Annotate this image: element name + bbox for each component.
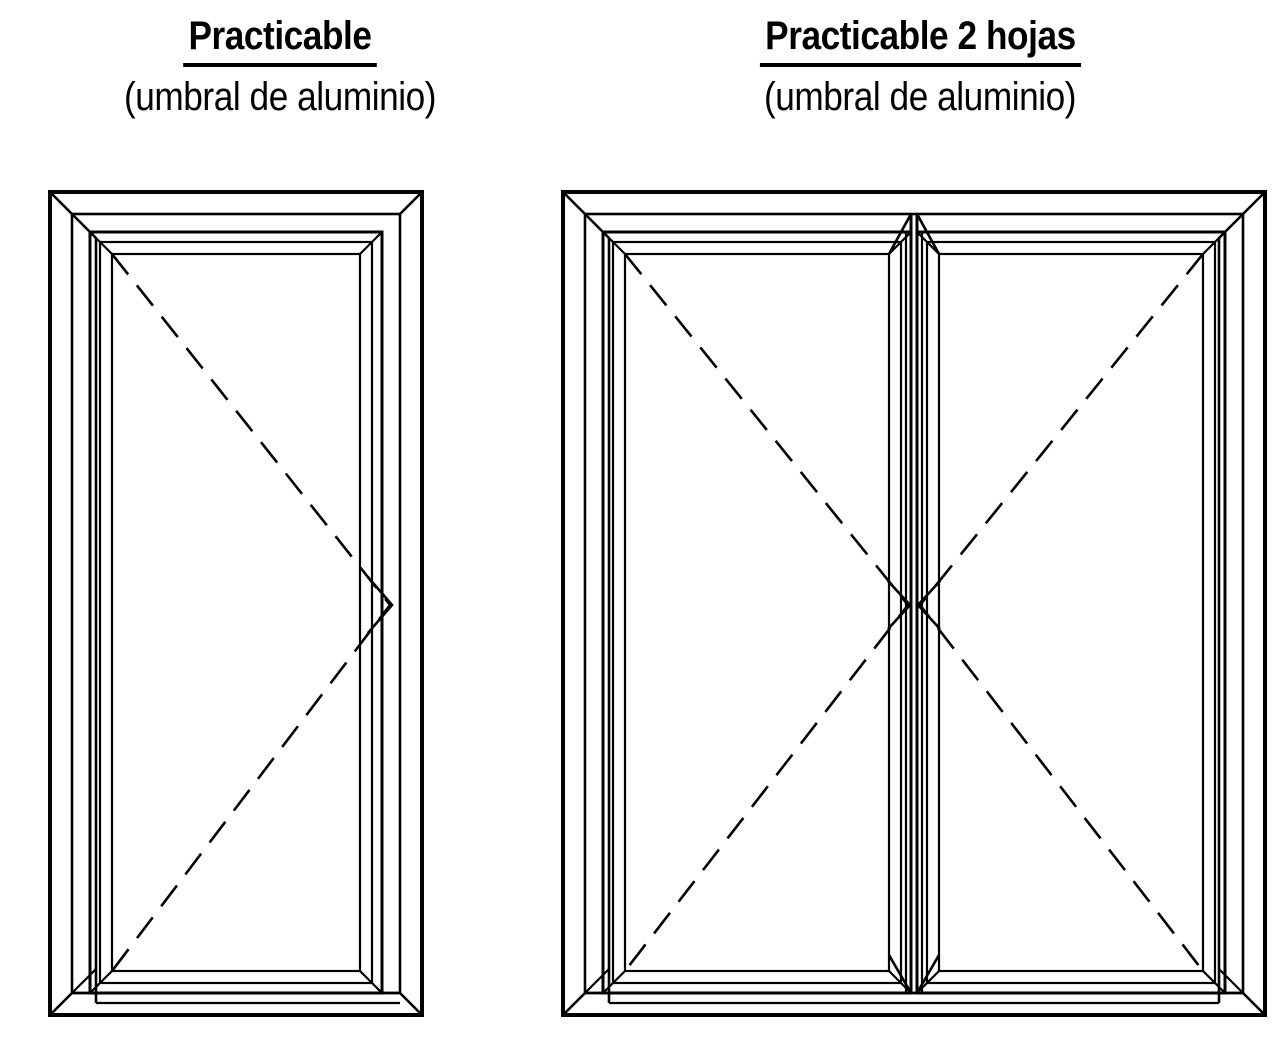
sash-right-outer-rect <box>915 230 1227 995</box>
sash-left-outer-rect <box>601 230 913 995</box>
meeting-stile-mitre-bottom-left <box>887 954 913 994</box>
drawing-practicable-2-hojas <box>560 0 1280 1039</box>
frame-mitre-top-left <box>49 191 73 215</box>
sash-left-mitre-top-right <box>888 231 912 255</box>
sash-right-inner-rect <box>925 240 1217 985</box>
sash-left-glass-rect <box>623 252 891 973</box>
sash-left-inner-rect <box>611 240 903 985</box>
outer-frame-rect <box>48 190 424 1017</box>
frame-mitre-bottom-left <box>49 992 73 1016</box>
sash-mitre-bottom-left <box>89 970 113 994</box>
outer-frame-inner-rect <box>583 212 1245 995</box>
meeting-stile-mitre-top-right <box>915 213 941 255</box>
frame-mitre-top-right <box>399 191 423 215</box>
meeting-stile-mitre-bottom-right <box>915 954 941 994</box>
opening-symbol-right-leaf <box>918 253 1205 972</box>
opening-symbol-left-leaf <box>623 253 910 972</box>
sash-right-mitre-bottom-right <box>1202 970 1226 994</box>
svg-window-single <box>48 190 424 1017</box>
opening-symbol-left-apex <box>887 580 912 630</box>
panel-practicable-1-hoja: Practicable (umbral de aluminio) <box>0 0 560 1039</box>
frame-mitre-top-left <box>562 191 586 215</box>
panel-subtitle-right: (umbral de aluminio) <box>763 75 1077 119</box>
opening-symbol-v-right <box>110 253 392 972</box>
sash-right-mitre-top-left <box>916 231 940 255</box>
svg-window-double <box>561 190 1267 1017</box>
hinge-stile-mitre-bottom <box>71 968 97 994</box>
frame-mitre-bottom-right <box>399 992 423 1016</box>
frame-mitre-top-right <box>1242 191 1266 215</box>
outer-frame-rect <box>561 190 1267 1017</box>
outer-frame-inner-rect <box>70 212 402 995</box>
hinge-stile-mitre-top <box>71 213 97 239</box>
frame-mitre-bottom-right <box>1242 992 1266 1016</box>
panel-title-right: Practicable 2 hojas <box>759 12 1081 67</box>
sash-left-hinge-mitre-top <box>584 213 610 239</box>
sash-left-mitre-bottom-left <box>602 970 626 994</box>
sash-right-hinge-mitre-top <box>1218 213 1244 239</box>
title-block-left: Practicable (umbral de aluminio) <box>0 0 560 121</box>
sash-outer-rect <box>88 230 384 995</box>
title-block-right: Practicable 2 hojas (umbral de aluminio) <box>560 0 1280 121</box>
panel-title-left: Practicable <box>183 12 377 67</box>
panel-practicable-2-hojas: Practicable 2 hojas (umbral de aluminio) <box>560 0 1280 1039</box>
panel-subtitle-left: (umbral de aluminio) <box>123 75 437 119</box>
sash-right-mitre-bottom-left <box>916 970 940 994</box>
frame-mitre-bottom-left <box>562 992 586 1016</box>
sash-mitre-top-right <box>359 231 383 255</box>
opening-symbol-right-apex <box>916 580 941 630</box>
sash-left-hinge-mitre-bottom <box>584 968 610 994</box>
sash-right-glass-rect <box>937 252 1205 973</box>
drawing-practicable-1-hoja <box>0 0 560 1039</box>
meeting-stile-mitre-top-left <box>887 213 913 255</box>
sash-inner-rect <box>98 240 374 985</box>
glass-pane-rect <box>110 252 362 973</box>
sash-left-mitre-bottom-right <box>888 970 912 994</box>
sash-right-hinge-mitre-bottom <box>1218 968 1244 994</box>
opening-symbol-apex <box>367 576 394 634</box>
sash-mitre-bottom-right <box>359 970 383 994</box>
